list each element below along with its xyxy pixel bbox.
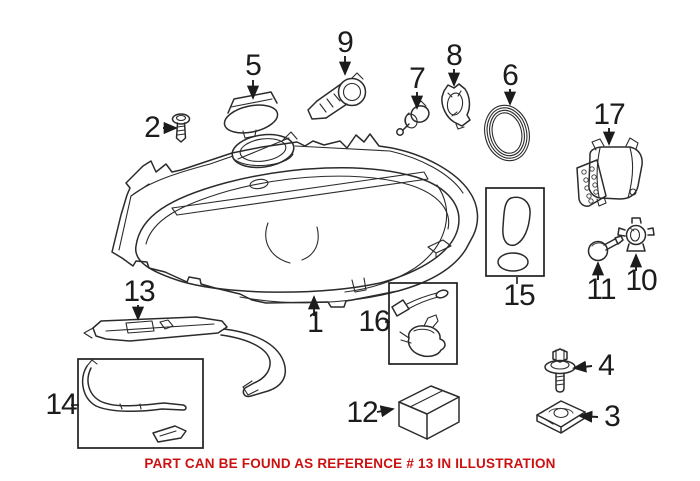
seal-ring-drawing bbox=[484, 104, 530, 162]
callout-label-14: 14 bbox=[45, 388, 77, 421]
gasket-kit-box-drawing bbox=[77, 358, 204, 449]
callout-arrows bbox=[71, 56, 643, 423]
round-bulb-drawing bbox=[587, 235, 624, 262]
callout-label-2: 2 bbox=[144, 111, 161, 144]
callout-arrow-12 bbox=[376, 405, 395, 418]
gasket-set-box-drawing bbox=[485, 187, 545, 277]
adjuster-drawing bbox=[396, 100, 430, 136]
callout-label-8: 8 bbox=[446, 39, 463, 72]
callout-label-10: 10 bbox=[625, 264, 657, 297]
carton-box-drawing bbox=[398, 385, 460, 440]
hex-bolt-drawing bbox=[544, 348, 576, 393]
callout-arrow-4 bbox=[572, 360, 593, 373]
callout-label-7: 7 bbox=[409, 62, 426, 95]
callout-label-1: 1 bbox=[307, 306, 324, 339]
callout-label-4: 4 bbox=[598, 349, 615, 382]
callout-label-5: 5 bbox=[245, 49, 262, 82]
callout-label-17: 17 bbox=[593, 98, 625, 131]
footer-note: PART CAN BE FOUND AS REFERENCE # 13 IN I… bbox=[144, 456, 556, 471]
callout-arrow-3 bbox=[578, 410, 599, 423]
repair-kit-box-drawing bbox=[388, 282, 458, 365]
led-module-drawing bbox=[576, 137, 643, 207]
bulb-socket-drawing bbox=[617, 217, 655, 252]
callout-label-12: 12 bbox=[346, 396, 378, 429]
callout-label-15: 15 bbox=[503, 279, 535, 312]
cover-cap-drawing bbox=[223, 91, 279, 139]
callout-label-9: 9 bbox=[337, 26, 354, 59]
trim-strip-drawing bbox=[83, 316, 287, 398]
callout-label-3: 3 bbox=[604, 400, 621, 433]
bulb-holder-drawing bbox=[441, 83, 471, 130]
clip-nut-drawing bbox=[536, 400, 586, 434]
callout-label-11: 11 bbox=[586, 273, 616, 306]
halogen-bulb-drawing bbox=[307, 72, 367, 120]
headlight-assembly-drawing bbox=[111, 131, 479, 308]
callout-label-6: 6 bbox=[502, 59, 519, 92]
callout-label-13: 13 bbox=[123, 275, 155, 308]
callout-label-16: 16 bbox=[358, 305, 390, 338]
